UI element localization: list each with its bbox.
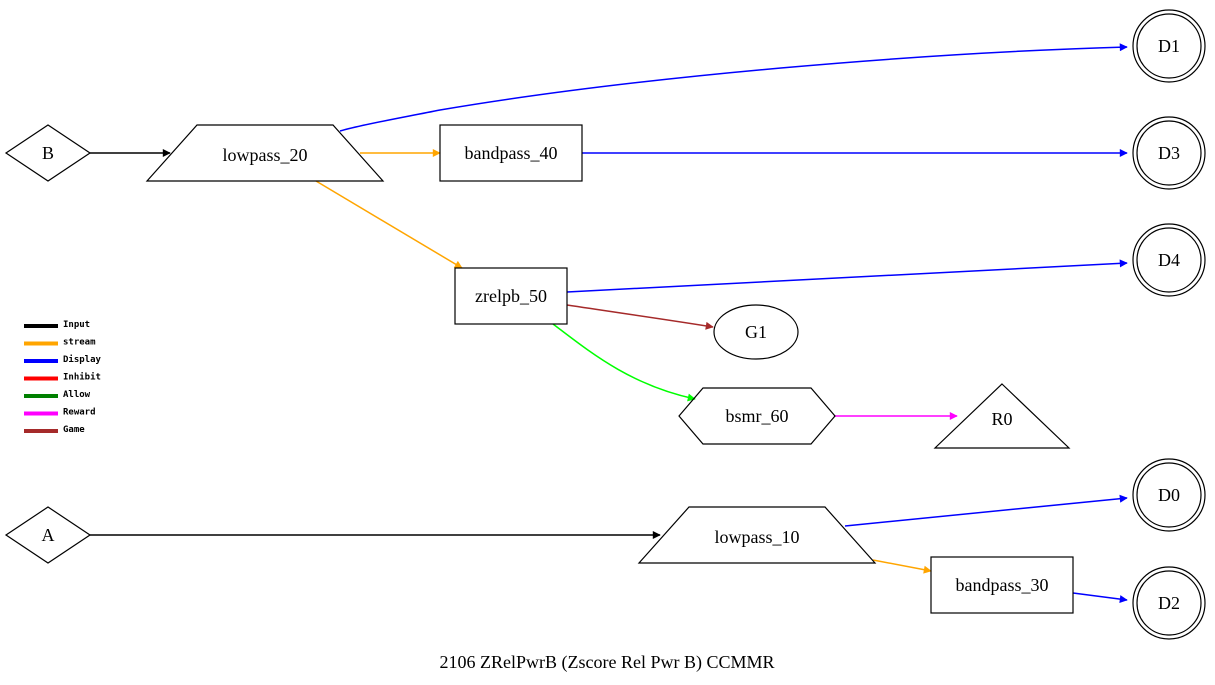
node-label-R0: R0 (991, 409, 1012, 429)
node-label-D4: D4 (1158, 250, 1180, 270)
legend-label: Input (63, 320, 90, 330)
edge-lowpass_20-to-D1 (339, 43, 1128, 132)
node-bandpass_40: bandpass_40 (439, 124, 583, 182)
node-label-G1: G1 (745, 322, 767, 342)
node-bsmr_60: bsmr_60 (678, 387, 836, 445)
node-label-D0: D0 (1158, 485, 1180, 505)
edge-zrelpb_50-to-D4 (566, 259, 1128, 293)
legend-item-reward: Reward (24, 408, 96, 418)
node-lowpass_10: lowpass_10 (637, 506, 877, 564)
node-label-lowpass_10: lowpass_10 (715, 527, 800, 547)
node-label-D3: D3 (1158, 143, 1180, 163)
edge-lowpass_10-to-bandpass_30 (872, 559, 932, 574)
diagram-caption: 2106 ZRelPwrB (Zscore Rel Pwr B) CCMMR (440, 652, 775, 673)
node-lowpass_20: lowpass_20 (145, 124, 385, 182)
edge-zrelpb_50-to-G1 (566, 304, 714, 330)
legend-label: stream (63, 338, 96, 348)
node-label-D1: D1 (1158, 36, 1180, 56)
edge-lowpass_10-to-D0 (844, 494, 1128, 527)
node-zrelpb_50: zrelpb_50 (454, 267, 568, 325)
node-A: A (4, 506, 92, 564)
legend-item-game: Game (24, 425, 85, 435)
node-D4: D4 (1132, 223, 1206, 297)
legend-item-input: Input (24, 320, 90, 330)
legend-label: Display (63, 354, 102, 365)
node-label-B: B (42, 143, 54, 163)
node-label-A: A (42, 525, 55, 545)
node-D3: D3 (1132, 116, 1206, 190)
node-label-D2: D2 (1158, 593, 1180, 613)
edge-lowpass_20-to-zrelpb_50 (315, 180, 463, 269)
node-R0: R0 (933, 383, 1071, 449)
node-label-lowpass_20: lowpass_20 (223, 145, 308, 165)
legend-label: Allow (63, 390, 91, 400)
legend-label: Reward (63, 408, 96, 418)
edges (90, 43, 1128, 604)
node-D1: D1 (1132, 9, 1206, 83)
legend-item-display: Display (24, 354, 102, 365)
legend-label: Inhibit (63, 372, 101, 383)
legend-label: Game (63, 425, 85, 435)
node-B: B (4, 124, 92, 182)
legend-item-allow: Allow (24, 390, 91, 400)
node-label-zrelpb_50: zrelpb_50 (475, 286, 547, 306)
legend-item-stream: stream (24, 338, 96, 348)
node-bandpass_30: bandpass_30 (930, 556, 1074, 614)
node-D2: D2 (1132, 566, 1206, 640)
edge-zrelpb_50-to-bsmr_60 (552, 323, 696, 402)
node-G1: G1 (713, 304, 799, 360)
node-label-bsmr_60: bsmr_60 (726, 406, 789, 426)
node-D0: D0 (1132, 458, 1206, 532)
node-label-bandpass_30: bandpass_30 (956, 575, 1049, 595)
legend-item-inhibit: Inhibit (24, 372, 101, 383)
node-label-bandpass_40: bandpass_40 (465, 143, 558, 163)
edge-bandpass_30-to-D2 (1072, 592, 1128, 604)
